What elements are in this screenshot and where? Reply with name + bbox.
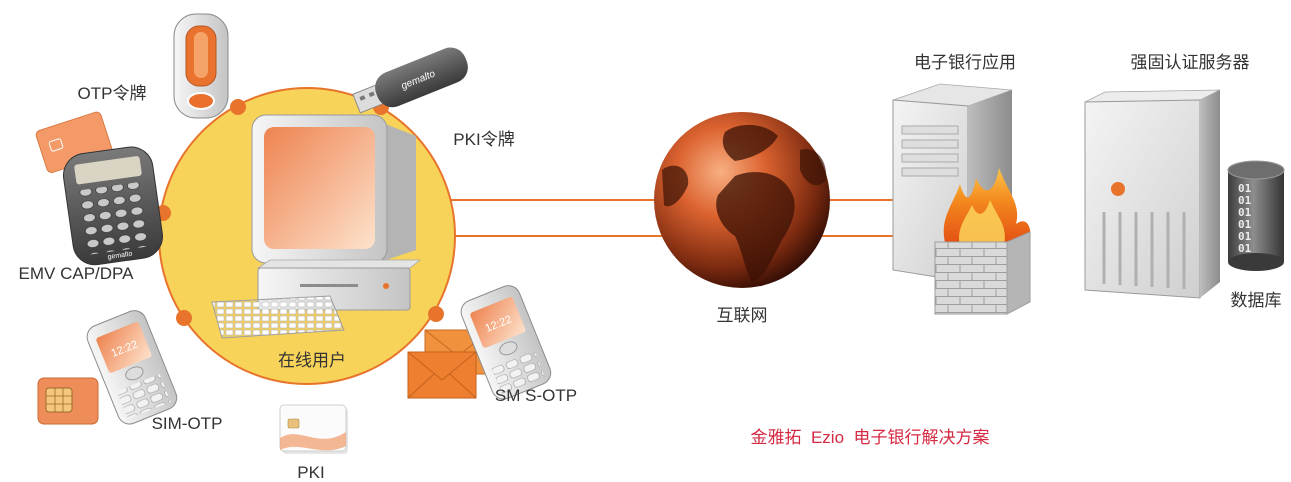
smart-card-icon: [279, 404, 348, 454]
label-pki: PKI: [297, 463, 324, 482]
label-ebanking-app: 电子银行应用: [914, 53, 1016, 72]
db-bits-text: 01: [1238, 194, 1252, 207]
db-bits-text: 01: [1238, 242, 1252, 255]
connector-dot: [176, 310, 192, 326]
mobile-phone-icon: 12:22: [460, 285, 552, 400]
circle-connector-dots: [155, 99, 444, 326]
connector-dot: [428, 306, 444, 322]
emv-brand-text: gemalto: [107, 251, 133, 261]
connector-dot: [230, 99, 246, 115]
label-pki-token: PKI令牌: [453, 130, 514, 149]
db-bits-text: 01: [1238, 206, 1252, 219]
label-sim-otp: SIM-OTP: [152, 414, 223, 433]
label-otp-token: OTP令牌: [78, 84, 147, 103]
db-bits-text: 01: [1238, 230, 1252, 243]
label-emv: EMV CAP/DPA: [19, 264, 135, 283]
sim-card-icon: [37, 377, 99, 425]
label-sms-otp: SM S-OTP: [495, 386, 577, 405]
server-icon: [1084, 89, 1221, 299]
label-database: 数据库: [1231, 291, 1282, 310]
db-bits-text: 01: [1238, 182, 1252, 195]
label-internet: 互联网: [717, 306, 768, 325]
solution-caption: 金雅拓 Ezio 电子银行解决方案: [751, 428, 990, 447]
db-bits-text: 01: [1238, 218, 1252, 231]
mobile-phone-icon: 12:22: [86, 310, 178, 425]
otp-token-icon: [173, 13, 229, 119]
power-button-icon: [1111, 182, 1125, 196]
desktop-computer-icon: [211, 114, 422, 339]
label-auth-server: 强固认证服务器: [1131, 53, 1250, 72]
globe-icon: [654, 112, 830, 288]
usb-token-icon: gemalto: [352, 47, 468, 114]
firewall-icon: [934, 168, 1031, 315]
label-online-user: 在线用户: [278, 351, 346, 370]
database-icon: 01 01 01 01 01 01: [1227, 160, 1285, 271]
emv-reader-icon: gemalto: [35, 111, 163, 266]
